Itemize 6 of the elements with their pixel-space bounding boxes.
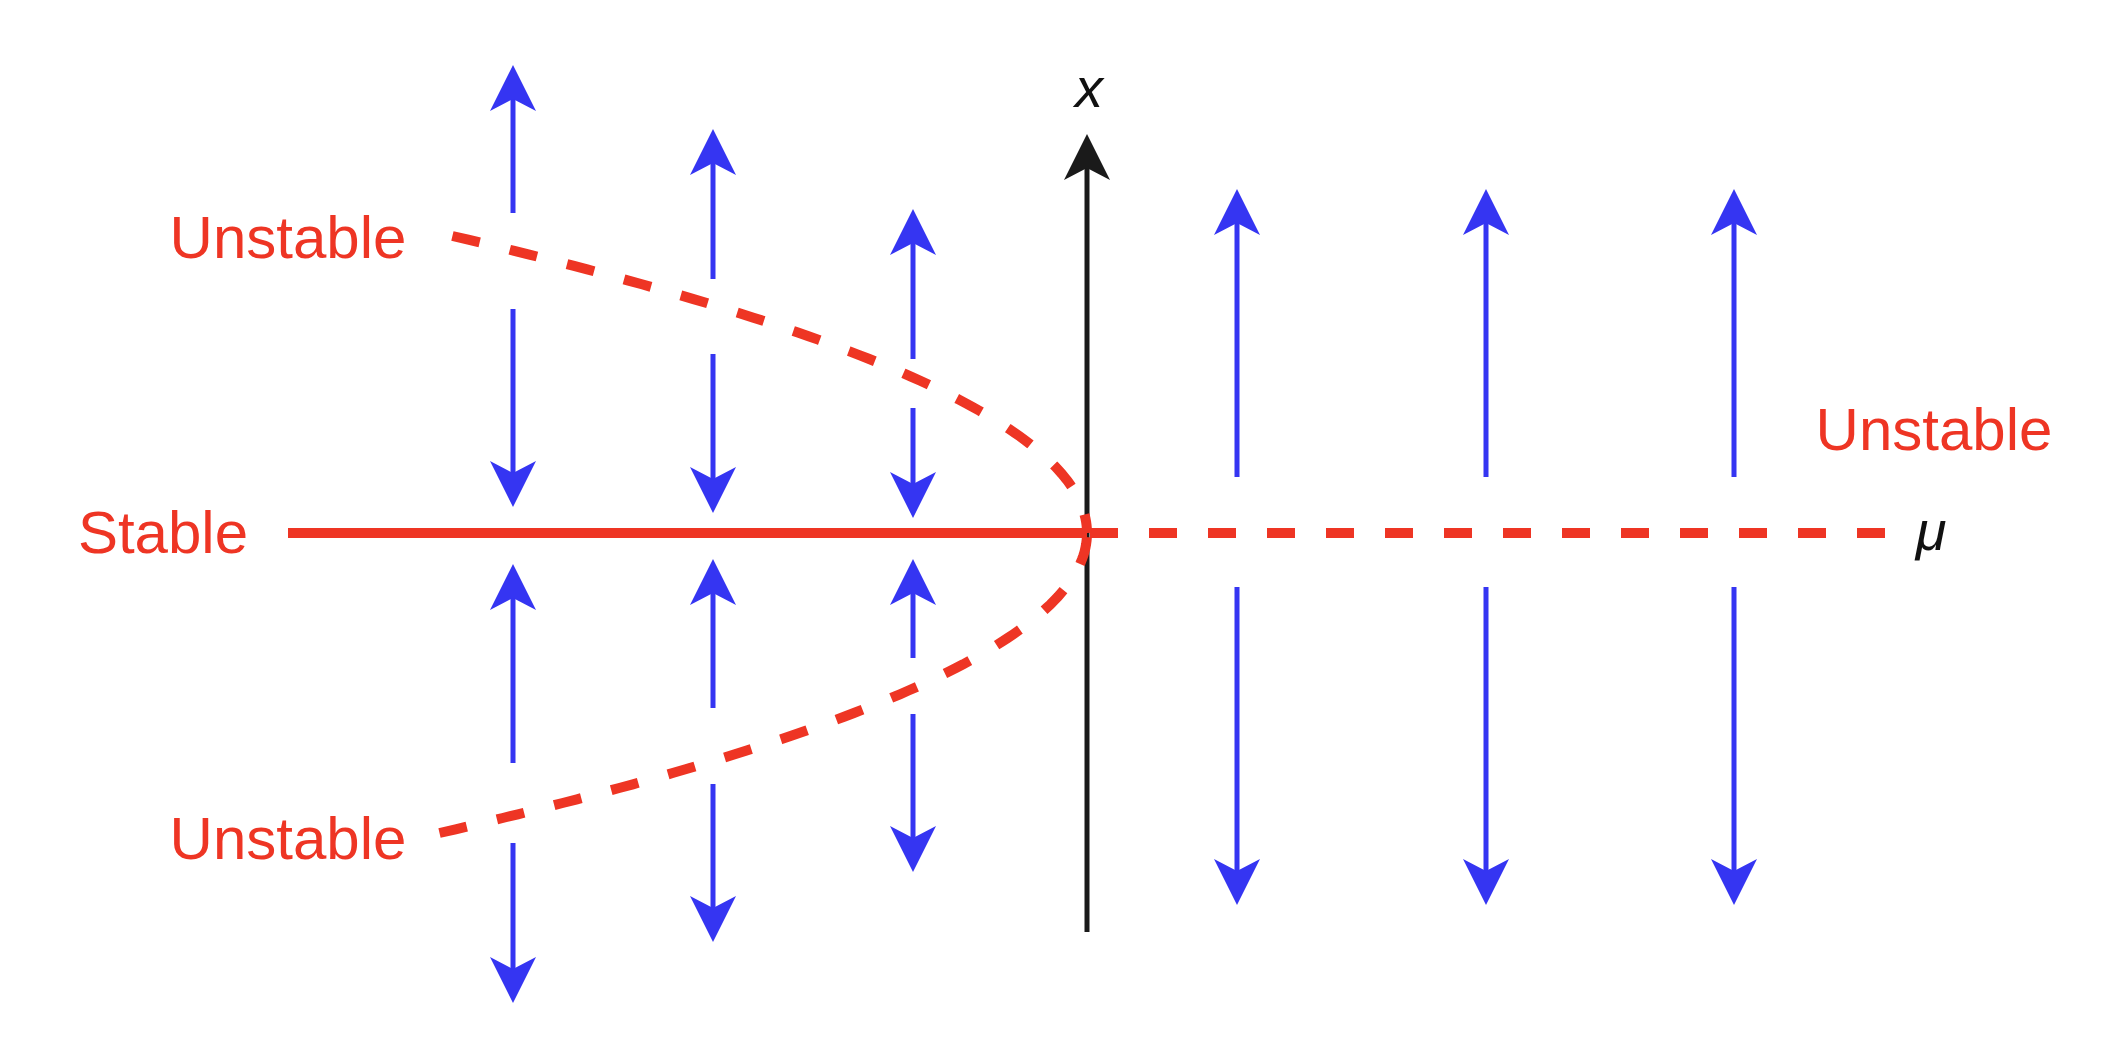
axis-label: x	[1075, 60, 1103, 116]
stability-label: Unstable	[1815, 400, 2053, 460]
stability-label: Unstable	[169, 208, 407, 268]
axis-label: μ	[1915, 503, 1947, 559]
stability-label: Unstable	[169, 809, 407, 869]
stability-label: Stable	[77, 503, 249, 563]
